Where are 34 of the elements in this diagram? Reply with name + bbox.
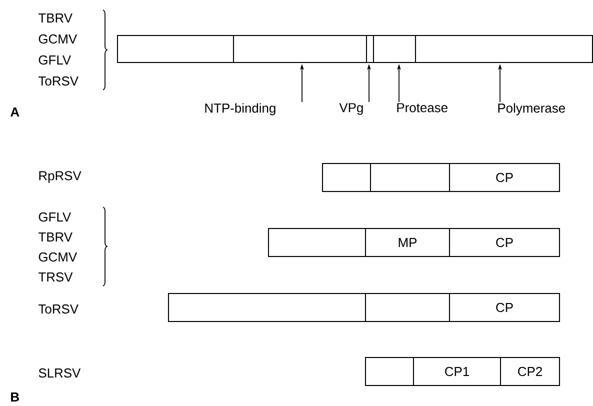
gene-segment-box (233, 35, 367, 63)
domain-label: VPg (339, 103, 363, 115)
gene-segment-box: CP (449, 293, 560, 322)
virus-name: SLRSV (38, 368, 81, 378)
gene-segment-box (365, 293, 450, 322)
virus-name: GFLV (38, 212, 72, 222)
gene-segment-box: CP1 (413, 357, 501, 386)
virus-name: GCMV (38, 34, 77, 44)
gene-segment-box (365, 357, 414, 386)
domain-label: Protease (397, 103, 448, 112)
panel-letter: B (11, 392, 19, 402)
gene-segment-box (168, 293, 366, 322)
gene-segment-box (373, 35, 416, 63)
domain-label: Polymerase (498, 103, 565, 116)
virus-name: ToRSV (38, 304, 78, 314)
gene-segment-box: MP (365, 228, 450, 257)
gene-segment-box (366, 35, 374, 63)
gene-segment-box (370, 163, 450, 192)
virus-name: ToRSV (38, 76, 78, 86)
virus-name: RpRSV (39, 171, 82, 183)
gene-segment-box (117, 35, 234, 63)
gene-segment-box (322, 163, 371, 192)
gene-segment-box (268, 228, 366, 257)
gene-segment-box: CP (449, 163, 560, 192)
virus-name: GCMV (38, 252, 77, 262)
virus-name: GFLV (38, 55, 72, 65)
domain-label: NTP-binding (205, 103, 276, 116)
virus-name: TRSV (38, 272, 73, 282)
gene-segment-box: CP (449, 228, 560, 257)
gene-segment-box: CP2 (500, 357, 560, 386)
virus-name: TBRV (38, 14, 72, 22)
gene-segment-box (415, 35, 593, 63)
virus-name: TBRV (38, 232, 72, 242)
panel-letter: A (10, 108, 20, 116)
